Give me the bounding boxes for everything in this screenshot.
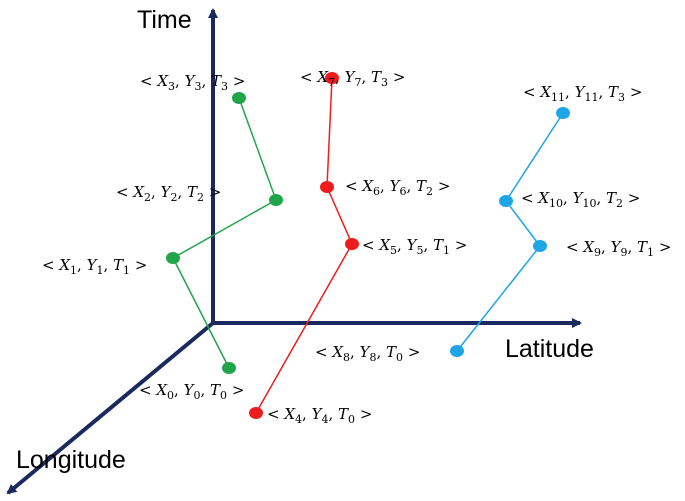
point-6 bbox=[320, 181, 334, 193]
point-7 bbox=[325, 72, 339, 84]
trajectory-line-green bbox=[172, 97, 277, 369]
latitude-axis-label: Latitude bbox=[505, 335, 594, 363]
point-10 bbox=[499, 195, 513, 207]
point-label-1: < X1, Y1, T1 > bbox=[42, 256, 147, 277]
point-5 bbox=[345, 238, 359, 250]
time-axis-label: Time bbox=[137, 6, 192, 34]
point-label-10: < X10, Y10, T2 > bbox=[521, 189, 640, 210]
point-label-2: < X2, Y2, T2 > bbox=[116, 183, 221, 204]
point-label-6: < X6, Y6, T2 > bbox=[345, 177, 450, 198]
point-1 bbox=[166, 252, 180, 264]
point-label-7: < X7, Y7, T3 > bbox=[300, 68, 405, 89]
point-2 bbox=[269, 194, 283, 206]
point-8 bbox=[450, 345, 464, 357]
point-label-9: < X9, Y9, T1 > bbox=[566, 238, 671, 259]
point-label-8: < X8, Y8, T0 > bbox=[315, 343, 420, 364]
point-label-3: < X3, Y3, T3 > bbox=[140, 72, 245, 93]
point-11 bbox=[556, 107, 570, 119]
trajectory-line-blue bbox=[456, 112, 564, 352]
trajectory-line-red bbox=[255, 77, 353, 414]
longitude-axis-label: Longitude bbox=[16, 446, 126, 474]
point-4 bbox=[249, 407, 263, 419]
point-label-0: < X0, Y0, T0 > bbox=[139, 381, 244, 402]
point-3 bbox=[232, 92, 246, 104]
point-label-5: < X5, Y5, T1 > bbox=[362, 236, 467, 257]
point-label-11: < X11, Y11, T3 > bbox=[523, 83, 642, 104]
point-0 bbox=[222, 362, 236, 374]
point-9 bbox=[533, 240, 547, 252]
longitude-axis bbox=[6, 321, 215, 495]
point-label-4: < X4, Y4, T0 > bbox=[267, 405, 372, 426]
